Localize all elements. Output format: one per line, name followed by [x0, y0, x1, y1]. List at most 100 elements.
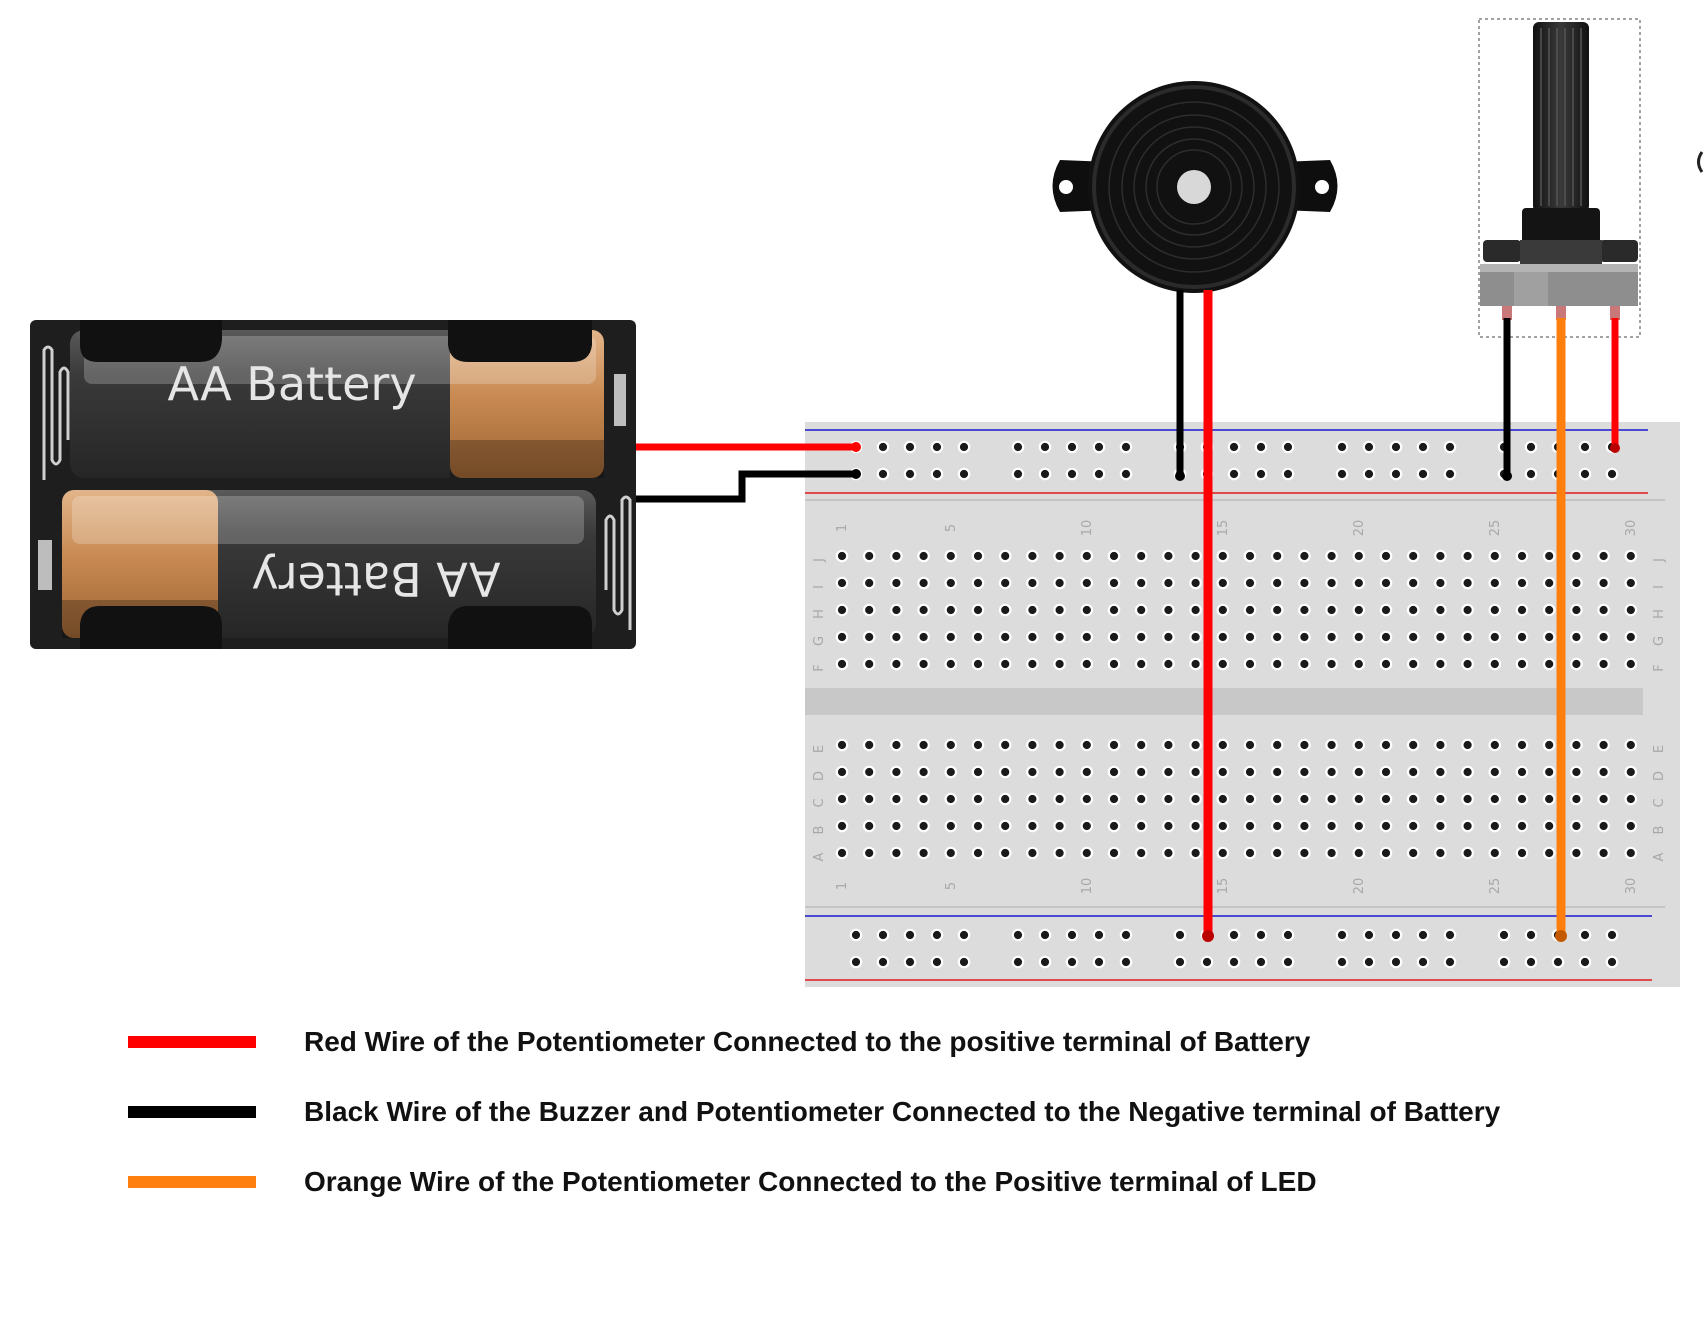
breadboard-hole	[1570, 792, 1583, 806]
breadboard-hole	[1026, 630, 1039, 644]
breadboard-hole	[1053, 657, 1066, 671]
breadboard-hole	[1624, 846, 1638, 860]
breadboard-hole	[1162, 630, 1175, 644]
breadboard-hole	[1298, 738, 1311, 752]
breadboard-hole	[1107, 819, 1121, 833]
breadboard-hole	[1335, 928, 1349, 942]
breadboard-hole	[1026, 792, 1039, 806]
breadboard-hole	[1551, 955, 1565, 969]
breadboard-hole	[1107, 738, 1121, 752]
breadboard-label: B	[812, 826, 827, 835]
breadboard-hole	[1461, 603, 1474, 617]
breadboard-hole	[1434, 738, 1447, 752]
potentiometer-pin-left	[1502, 306, 1512, 320]
breadboard-hole	[917, 549, 930, 563]
breadboard-hole	[1605, 928, 1619, 942]
breadboard-hole	[917, 738, 930, 752]
breadboard-hole	[890, 630, 903, 644]
breadboard-hole	[998, 630, 1012, 644]
breadboard-hole	[1597, 630, 1610, 644]
breadboard-hole	[971, 846, 985, 860]
center-channel	[805, 688, 1643, 715]
breadboard-hole	[1216, 657, 1230, 671]
holder-cutout-top-left	[80, 320, 222, 362]
breadboard-hole	[971, 576, 985, 590]
breadboard-hole	[1216, 549, 1230, 563]
breadboard-hole	[944, 846, 958, 860]
breadboard-hole	[1578, 955, 1592, 969]
breadboard-hole	[1542, 549, 1556, 563]
breadboard-label: G	[812, 636, 827, 646]
breadboard-label: 10	[1080, 520, 1095, 537]
breadboard-hole	[1461, 576, 1474, 590]
potentiometer-bracket-right	[1600, 240, 1638, 262]
breadboard-hole	[1488, 765, 1502, 779]
breadboard-hole	[862, 738, 876, 752]
breadboard-hole	[890, 603, 903, 617]
breadboard-hole	[1416, 928, 1430, 942]
breadboard-label: 20	[1352, 520, 1367, 537]
breadboard-hole	[1570, 603, 1583, 617]
breadboard-hole	[1243, 576, 1257, 590]
breadboard-hole	[1227, 467, 1241, 481]
breadboard-hole	[1189, 657, 1202, 671]
breadboard-hole	[1488, 738, 1502, 752]
breadboard-hole	[1080, 549, 1094, 563]
potentiometer-base-window	[1514, 272, 1548, 306]
breadboard-hole	[1080, 846, 1094, 860]
battery-pack: AA Battery AA Battery	[30, 320, 636, 649]
breadboard-label: 15	[1216, 878, 1231, 895]
breadboard-hole	[1026, 846, 1039, 860]
breadboard-hole	[1434, 846, 1447, 860]
breadboard-hole	[1216, 792, 1230, 806]
breadboard-hole	[1270, 549, 1284, 563]
breadboard-hole	[1597, 549, 1610, 563]
breadboard-hole	[1227, 440, 1241, 454]
breadboard-hole	[1243, 846, 1257, 860]
breadboard-hole	[1434, 630, 1447, 644]
breadboard-hole	[1461, 792, 1474, 806]
breadboard-label: I	[812, 585, 827, 589]
breadboard-hole	[1298, 657, 1311, 671]
breadboard-label: H	[812, 609, 827, 619]
breadboard-hole	[1026, 657, 1039, 671]
breadboard-hole	[1515, 657, 1529, 671]
breadboard-hole	[957, 440, 971, 454]
top-terminal-tab	[614, 374, 626, 426]
breadboard-hole	[1243, 792, 1257, 806]
breadboard-hole	[1461, 846, 1474, 860]
breadboard-hole	[1542, 576, 1556, 590]
breadboard-hole	[1254, 440, 1268, 454]
potentiometer-nut	[1520, 240, 1602, 264]
breadboard-hole	[1524, 467, 1538, 481]
breadboard-hole	[862, 792, 876, 806]
breadboard-label: C	[1652, 798, 1667, 807]
breadboard-hole	[1542, 819, 1556, 833]
breadboard-hole	[862, 657, 876, 671]
breadboard-hole	[1026, 576, 1039, 590]
breadboard-hole	[1080, 576, 1094, 590]
breadboard-hole	[1243, 603, 1257, 617]
breadboard-hole	[1515, 846, 1529, 860]
breadboard-hole	[1335, 955, 1349, 969]
breadboard-hole	[1497, 955, 1511, 969]
breadboard-hole	[998, 603, 1012, 617]
breadboard-hole	[1053, 846, 1066, 860]
legend-item-black: Black Wire of the Buzzer and Potentiomet…	[128, 1092, 1500, 1132]
breadboard-hole	[1134, 738, 1148, 752]
breadboard-hole	[1624, 657, 1638, 671]
breadboard-hole	[1578, 467, 1592, 481]
breadboard-hole	[1162, 549, 1175, 563]
breadboard-hole	[1542, 765, 1556, 779]
breadboard-hole	[1434, 549, 1447, 563]
breadboard-hole	[917, 603, 930, 617]
breadboard-hole	[1092, 467, 1106, 481]
breadboard-hole	[1624, 630, 1638, 644]
breadboard-hole	[1624, 738, 1638, 752]
breadboard-hole	[849, 928, 863, 942]
breadboard-hole	[1624, 603, 1638, 617]
breadboard-hole	[1026, 603, 1039, 617]
breadboard-hole	[917, 819, 930, 833]
breadboard-hole	[1243, 765, 1257, 779]
breadboard-hole	[1053, 630, 1066, 644]
